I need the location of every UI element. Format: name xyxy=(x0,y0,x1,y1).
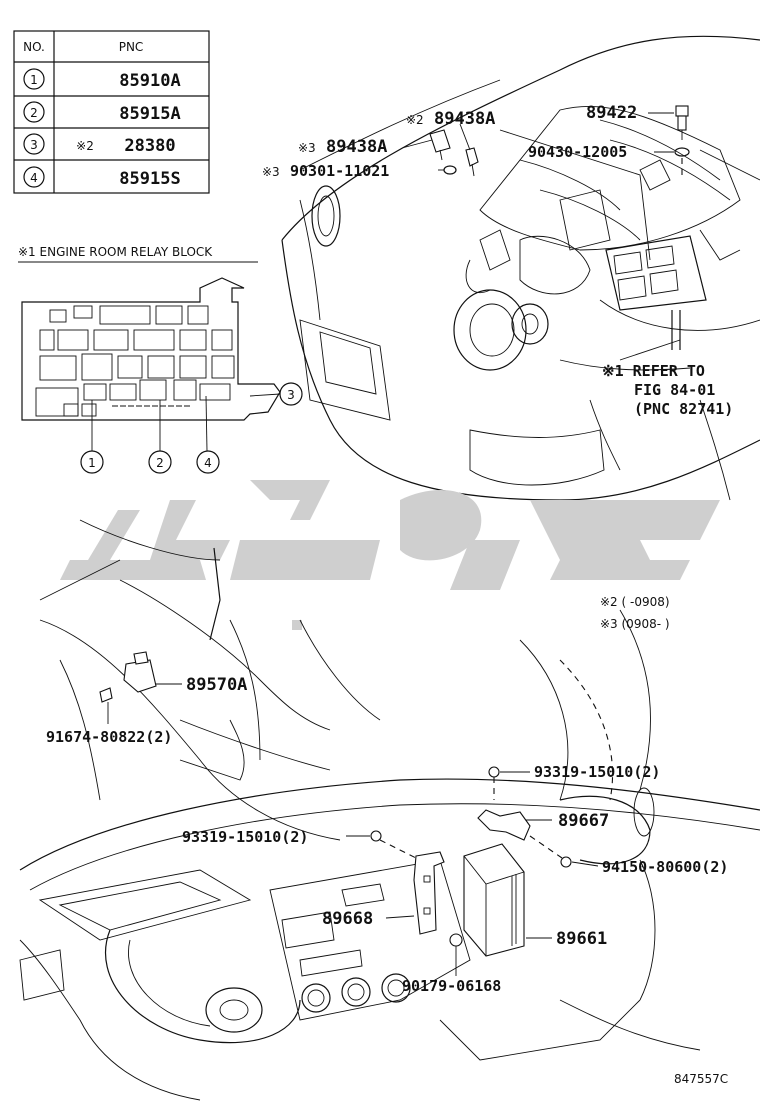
relay-callout: 4 xyxy=(204,456,212,470)
row-pnc: 85910A xyxy=(119,71,180,91)
label-89661: 89661 xyxy=(556,929,607,949)
relay-callout: 3 xyxy=(287,388,295,402)
table-row: 4 85915S xyxy=(23,166,181,189)
label-90179-06168: 90179-06168 xyxy=(402,977,501,995)
part-89668-bracket: 89668 xyxy=(322,851,445,935)
refer-line-1: ※1 REFER TO xyxy=(602,362,705,380)
label-90430-12005: 90430-12005 xyxy=(528,143,627,161)
dashboard-lower-illustration xyxy=(19,778,760,1101)
part-93319-left: 93319-15010(2) xyxy=(182,828,421,861)
part-89667-bracket: 89667 xyxy=(477,809,609,841)
row-number: 1 xyxy=(30,73,38,87)
row-pnc: 85915A xyxy=(119,104,180,124)
relay-callout: 1 xyxy=(88,456,96,470)
dashboard-upper-illustration xyxy=(39,519,651,841)
label-89422: 89422 xyxy=(586,103,637,123)
refer-line-3: (PNC 82741) xyxy=(634,400,733,418)
label-93319-15010-right: 93319-15010(2) xyxy=(534,763,660,781)
relay-block-title: ※1 ENGINE ROOM RELAY BLOCK xyxy=(18,245,213,259)
part-89661-ecu: 89661 xyxy=(463,843,607,957)
part-94150: 94150-80600(2) xyxy=(529,835,728,876)
table-header-pnc: PNC xyxy=(119,40,144,54)
label-94150-80600: 94150-80600(2) xyxy=(602,858,728,876)
label-91674-80822: 91674-80822(2) xyxy=(46,728,172,746)
row-pnc: 28380 xyxy=(124,136,175,156)
table-header-no: NO. xyxy=(23,40,45,54)
part-90179: 90179-06168 xyxy=(402,933,501,995)
label-89570a: 89570A xyxy=(186,675,247,695)
sensor-89438a-left: ※3 89438A ※3 90301-11021 xyxy=(262,129,457,180)
row-number: 3 xyxy=(30,138,38,152)
part-93319-right: 93319-15010(2) xyxy=(488,763,660,800)
label-89438a-top: 89438A xyxy=(434,109,495,129)
note-mark: ※3 xyxy=(262,165,280,179)
part-89570a: 89570A 91674-80822(2) xyxy=(46,651,247,746)
label-89438a-left: 89438A xyxy=(326,137,387,157)
sensor-89438a-top: ※2 89438A xyxy=(406,109,495,177)
label-90301-11021: 90301-11021 xyxy=(290,162,389,180)
table-row: 1 85910A xyxy=(23,68,181,91)
relay-block: ※1 ENGINE ROOM RELAY BLOCK 1 xyxy=(18,245,303,474)
row-mark: ※2 xyxy=(76,139,94,153)
note-mark: ※2 xyxy=(406,113,424,127)
sensor-89422: 89422 90430-12005 xyxy=(528,103,690,176)
label-89668: 89668 xyxy=(322,909,373,929)
vehicle-front-illustration xyxy=(281,35,760,501)
watermark-logo xyxy=(60,480,720,630)
table-row: 2 85915A xyxy=(23,101,181,124)
refer-line-2: FIG 84-01 xyxy=(634,381,715,399)
note-3: ※3 (0908- ) xyxy=(600,617,670,631)
note-2: ※2 ( -0908) xyxy=(600,595,670,609)
table-row: 3 ※2 28380 xyxy=(23,133,176,156)
figure-code: 847557C xyxy=(674,1072,728,1086)
relay-callout: 2 xyxy=(156,456,164,470)
row-number: 4 xyxy=(30,171,38,185)
label-89667: 89667 xyxy=(558,811,609,831)
row-pnc: 85915S xyxy=(119,169,180,189)
refer-note: ※1 REFER TO FIG 84-01 (PNC 82741) xyxy=(602,339,733,418)
label-93319-15010-left: 93319-15010(2) xyxy=(182,828,308,846)
row-number: 2 xyxy=(30,106,38,120)
pnc-table: NO. PNC 1 85910A 2 85915A 3 ※2 28380 4 8… xyxy=(13,30,210,194)
note-mark: ※3 xyxy=(298,141,316,155)
